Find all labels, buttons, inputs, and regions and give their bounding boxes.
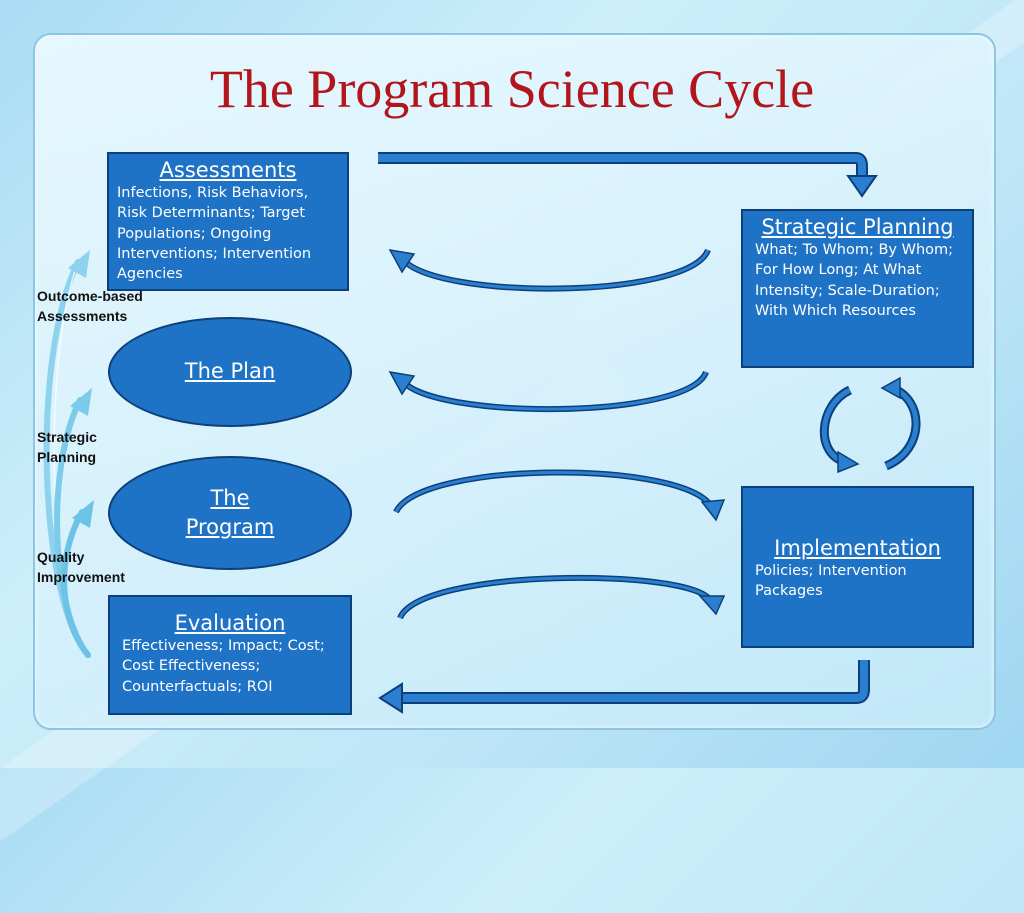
assessments-body: Infections, Risk Behaviors, Risk Determi…	[117, 185, 312, 283]
arc-2	[388, 370, 709, 413]
evaluation-body: Effectiveness; Impact; Cost; Cost Effect…	[122, 638, 325, 695]
outcome-based-assessments-label: Outcome-based Assessments	[37, 288, 143, 324]
assessments-box: Assessments Infections, Risk Behaviors, …	[107, 152, 349, 291]
arc-3	[393, 469, 726, 522]
cycle-arrows	[819, 376, 921, 474]
strategic-planning-heading: Strategic Planning	[761, 215, 954, 239]
plan-oval: The Plan	[108, 317, 352, 427]
arc-4	[397, 574, 726, 620]
implementation-body: Policies; Intervention Packages	[755, 563, 907, 600]
quality-improvement-label: Quality Improvement	[37, 549, 125, 585]
plan-label: The Plan	[184, 359, 276, 384]
strategic-planning-box: Strategic Planning What; To Whom; By Who…	[741, 209, 974, 368]
arrow-implementation-to-evaluation	[378, 660, 870, 714]
program-oval: The Program	[108, 456, 352, 570]
arrow-assessments-to-strategic	[378, 152, 878, 198]
strategic-planning-side-label: Strategic Planning	[37, 429, 97, 465]
side-feedback-arrows	[43, 250, 94, 658]
evaluation-heading: Evaluation	[174, 611, 286, 635]
strategic-planning-body: What; To Whom; By Whom; For How Long; At…	[755, 242, 954, 320]
assessments-heading: Assessments	[159, 158, 297, 182]
implementation-heading: Implementation	[774, 536, 941, 560]
slide-title: The Program Science Cycle	[209, 59, 815, 119]
arc-1	[388, 248, 711, 292]
implementation-box: Implementation Policies; Intervention Pa…	[741, 486, 974, 648]
arrows-layer	[43, 152, 921, 714]
program-label: The Program	[185, 485, 275, 539]
evaluation-box: Evaluation Effectiveness; Impact; Cost; …	[108, 595, 352, 715]
